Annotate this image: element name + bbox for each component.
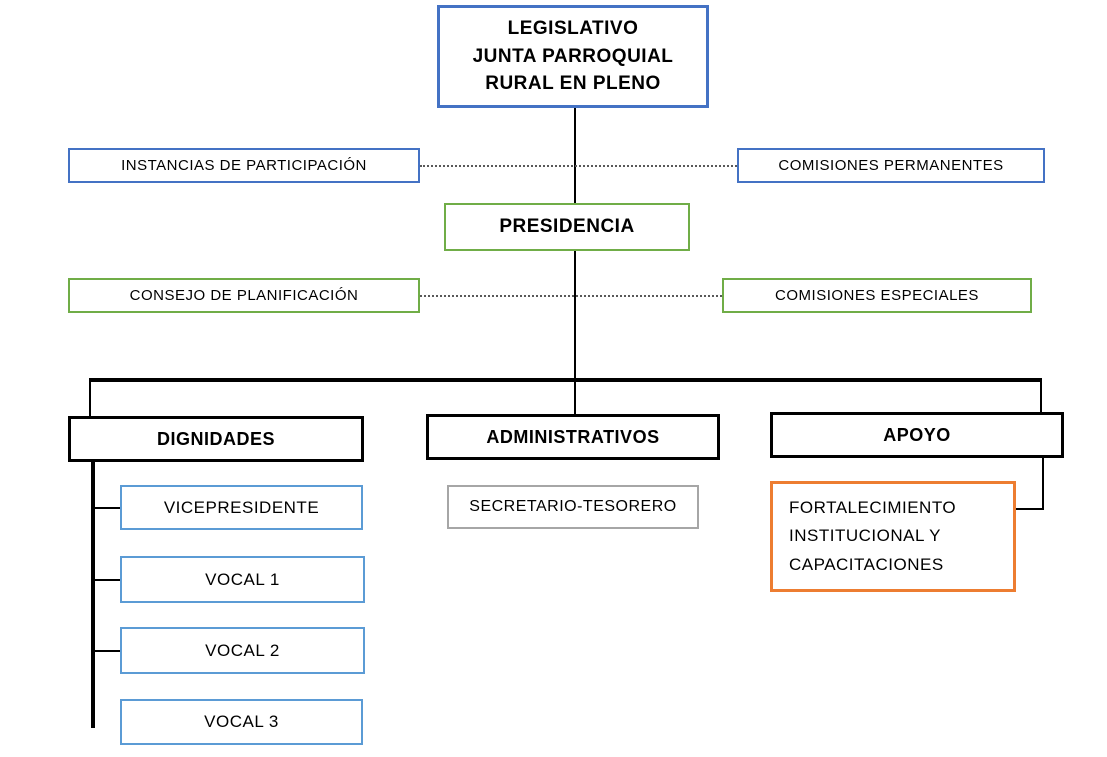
node-administrativos[interactable]: ADMINISTRATIVOS xyxy=(426,414,720,460)
node-vocal-3[interactable]: VOCAL 3 xyxy=(120,699,363,745)
node-comisiones-especiales[interactable]: COMISIONES ESPECIALES xyxy=(722,278,1032,313)
node-secretario-tesorero[interactable]: SECRETARIO-TESORERO xyxy=(447,485,699,529)
node-administrativos-label: ADMINISTRATIVOS xyxy=(486,426,660,447)
node-comisiones-permanentes-label: COMISIONES PERMANENTES xyxy=(778,157,1004,174)
node-secretario-tesorero-label: SECRETARIO-TESORERO xyxy=(469,498,677,515)
connector-instancias-comisiones-permanentes xyxy=(420,165,737,167)
node-apoyo[interactable]: APOYO xyxy=(770,412,1064,458)
connector-dignidades-vicepresidente xyxy=(91,507,122,509)
node-comisiones-especiales-label: COMISIONES ESPECIALES xyxy=(775,287,979,304)
node-legislativo-label: LEGISLATIVO JUNTA PARROQUIAL RURAL EN PL… xyxy=(472,18,674,95)
node-vocal-3-label: VOCAL 3 xyxy=(204,712,279,731)
node-vocal-2-label: VOCAL 2 xyxy=(205,640,280,660)
node-consejo-de-planificacion-label: CONSEJO DE PLANIFICACIÓN xyxy=(129,287,359,304)
connector-apoyo-fortalecimiento xyxy=(1016,508,1044,510)
dignidades-spine xyxy=(91,462,95,728)
node-fortalecimiento-institucional[interactable]: FORTALECIMIENTO INSTITUCIONAL Y CAPACITA… xyxy=(770,481,1016,592)
node-dignidades[interactable]: DIGNIDADES xyxy=(68,416,364,462)
node-fortalecimiento-institucional-label: FORTALECIMIENTO INSTITUCIONAL Y CAPACITA… xyxy=(789,498,957,574)
node-vocal-1-label: VOCAL 1 xyxy=(205,569,280,589)
node-legislativo[interactable]: LEGISLATIVO JUNTA PARROQUIAL RURAL EN PL… xyxy=(437,5,709,108)
connector-dignidades-vocal-1 xyxy=(91,579,122,581)
connector-legislativo-presidencia xyxy=(574,108,576,203)
connector-dignidades-vocal-2 xyxy=(91,650,122,652)
node-instancias-de-participacion[interactable]: INSTANCIAS DE PARTICIPACIÓN xyxy=(68,148,420,183)
node-vicepresidente[interactable]: VICEPRESIDENTE xyxy=(120,485,363,530)
connector-bar-dignidades xyxy=(89,378,91,418)
connector-bar-apoyo xyxy=(1040,378,1042,414)
node-apoyo-label: APOYO xyxy=(883,424,951,445)
node-instancias-de-participacion-label: INSTANCIAS DE PARTICIPACIÓN xyxy=(121,157,367,174)
node-consejo-de-planificacion[interactable]: CONSEJO DE PLANIFICACIÓN xyxy=(68,278,420,313)
connector-bar-administrativos xyxy=(574,378,576,416)
node-presidencia-label: PRESIDENCIA xyxy=(499,216,635,237)
node-comisiones-permanentes[interactable]: COMISIONES PERMANENTES xyxy=(737,148,1045,183)
node-vocal-2[interactable]: VOCAL 2 xyxy=(120,627,365,674)
connector-presidencia-trunk xyxy=(574,251,576,380)
node-dignidades-label: DIGNIDADES xyxy=(156,428,275,449)
node-presidencia[interactable]: PRESIDENCIA xyxy=(444,203,690,251)
apoyo-drop-line xyxy=(1042,458,1044,509)
distribution-bar xyxy=(89,378,1042,382)
connector-consejo-comisiones-especiales xyxy=(420,295,722,297)
node-vocal-1[interactable]: VOCAL 1 xyxy=(120,556,365,603)
node-vicepresidente-label: VICEPRESIDENTE xyxy=(163,497,320,517)
